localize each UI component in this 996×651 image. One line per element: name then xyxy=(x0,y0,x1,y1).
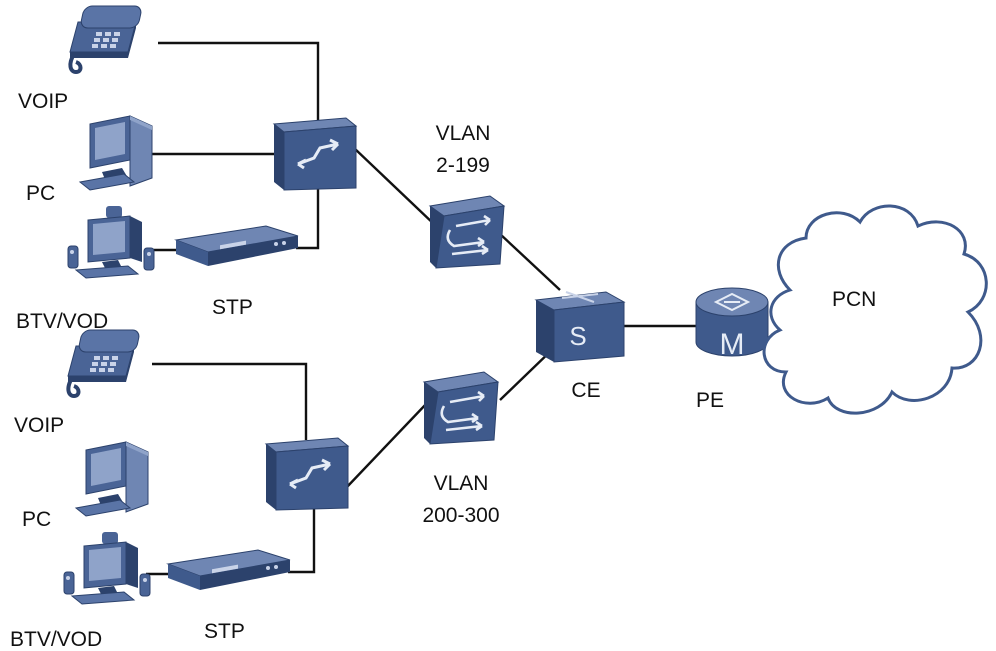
voip-label: VOIP xyxy=(14,414,64,437)
link-stp2-switch2 xyxy=(288,506,316,574)
vlan-title-label: VLAN xyxy=(434,472,489,495)
access-switch-icon xyxy=(272,116,358,192)
pc-label: PC xyxy=(26,182,55,205)
ce-label: CE xyxy=(571,379,600,402)
pc-label: PC xyxy=(22,508,51,531)
pc-icon xyxy=(79,115,153,191)
stp-label: STP xyxy=(212,296,253,319)
pe-glyph: M xyxy=(720,328,745,361)
ce-glyph: S xyxy=(569,321,586,351)
link-voip1-switch1 xyxy=(158,41,320,132)
btv-terminal-icon xyxy=(63,531,151,605)
access-switch-icon xyxy=(264,436,350,512)
vlan-range-label: 2-199 xyxy=(436,154,490,177)
stp-label: STP xyxy=(204,620,245,643)
btv-terminal-icon xyxy=(67,205,155,279)
voip-label: VOIP xyxy=(18,90,68,113)
set-top-box-icon xyxy=(167,549,291,591)
vlan-range-label: 200-300 xyxy=(422,504,499,527)
voip-phone-icon xyxy=(68,4,145,74)
btv-label: BTV/VOD xyxy=(16,310,108,333)
pc-icon xyxy=(75,441,149,517)
vlan-title-label: VLAN xyxy=(436,122,491,145)
aggregation-switch-icon xyxy=(428,194,506,270)
set-top-box-icon xyxy=(175,225,299,267)
btv-label: BTV/VOD xyxy=(10,628,102,651)
link-switch2-agg2 xyxy=(345,401,429,489)
pe-label: PE xyxy=(696,389,724,412)
switch-icon xyxy=(534,291,626,363)
link-agg1-ce xyxy=(499,233,561,291)
aggregation-switch-icon xyxy=(422,370,500,446)
voip-phone-icon xyxy=(66,328,143,398)
pcn-label: PCN xyxy=(832,288,876,311)
link-switch1-agg1 xyxy=(353,147,437,227)
link-stp1-switch1 xyxy=(296,184,320,250)
cloud-icon xyxy=(762,204,988,415)
link-voip2-switch2 xyxy=(152,362,308,440)
